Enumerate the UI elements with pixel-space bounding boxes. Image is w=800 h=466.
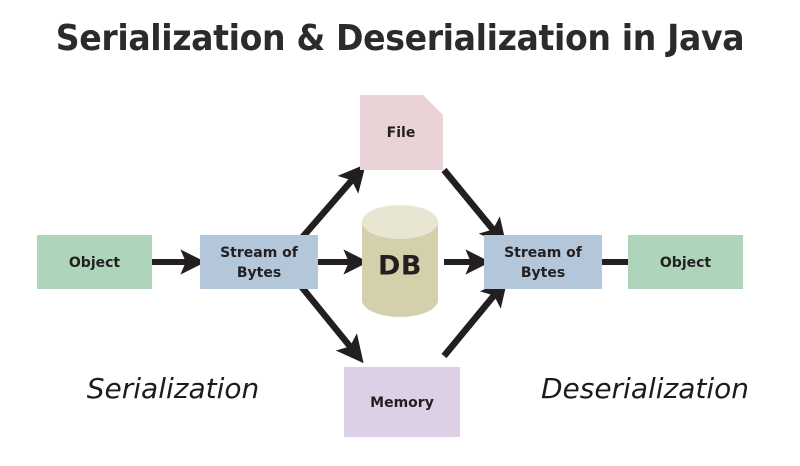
object-left-label: Object [69, 255, 121, 271]
node-db[interactable]: DB [362, 205, 438, 317]
memory-box[interactable] [344, 367, 460, 437]
edge-memory-to-stream-right [441, 278, 508, 359]
node-file[interactable]: File [360, 95, 443, 170]
node-object-left[interactable]: Object [37, 235, 152, 289]
page-title: Serialization & Deserialization in Java [55, 18, 745, 59]
stream-right-label-line1: Stream of [504, 245, 583, 261]
stream-right-label-line2: Bytes [521, 265, 565, 281]
memory-label: Memory [370, 395, 434, 411]
edge-layer [152, 164, 656, 364]
edge-stream-left-to-memory [297, 282, 364, 364]
node-stream-left[interactable]: Stream of Bytes [200, 235, 318, 289]
file-label: File [387, 125, 416, 141]
stream-left-label-line2: Bytes [237, 265, 281, 281]
stream-left-label-line1: Stream of [220, 245, 299, 261]
db-cylinder-top [362, 205, 438, 239]
phase-label-deserialization: Deserialization [541, 372, 749, 405]
node-object-right[interactable]: Object [628, 235, 743, 289]
object-right-label: Object [660, 255, 712, 271]
object-left-box[interactable] [37, 235, 152, 289]
object-right-box[interactable] [628, 235, 743, 289]
node-memory[interactable]: Memory [344, 367, 460, 437]
db-label: DB [378, 251, 422, 282]
node-stream-right[interactable]: Stream of Bytes [484, 235, 602, 289]
edge-stream-left-to-file [297, 164, 366, 243]
file-shape[interactable] [360, 95, 443, 170]
phase-label-serialization: Serialization [87, 372, 260, 405]
db-cylinder-body[interactable] [362, 222, 438, 317]
stream-right-box[interactable] [484, 235, 602, 289]
stream-left-box[interactable] [200, 235, 318, 289]
edge-file-to-stream-right [441, 167, 507, 247]
